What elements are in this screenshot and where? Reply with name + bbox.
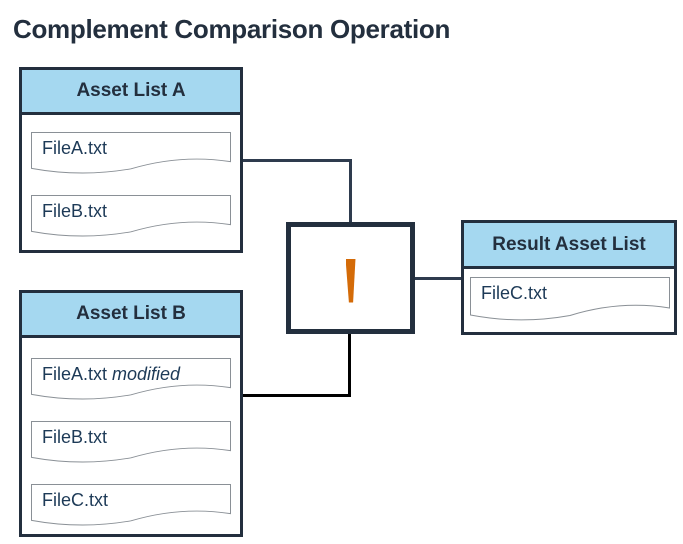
connector-listb-to-op-vertical [348, 332, 351, 397]
asset-list-a-panel: Asset List A FileA.txt FileB.txt [19, 67, 243, 253]
file-label: FileB.txt [42, 427, 108, 447]
file-label-modified-flag: modified [112, 364, 181, 384]
file-item: FileC.txt [31, 484, 231, 528]
connector-lista-to-op-vertical [349, 159, 352, 225]
file-label: FileA.txt [42, 138, 108, 158]
file-label: FileC.txt [42, 490, 109, 510]
document-shape-icon [31, 421, 231, 463]
result-asset-list-panel: Result Asset List FileC.txt [461, 220, 677, 335]
document-shape-icon [31, 358, 231, 400]
connector-lista-to-op-horizontal [240, 159, 352, 162]
file-item: FileB.txt [31, 421, 231, 465]
document-shape-icon [31, 132, 231, 174]
result-asset-list-body: FileC.txt [464, 269, 674, 323]
connector-op-to-result [413, 277, 463, 280]
exclamation-icon [345, 258, 356, 303]
diagram-title: Complement Comparison Operation [13, 14, 451, 44]
file-item: FileB.txt [31, 195, 231, 239]
file-label: FileC.txt [481, 283, 548, 303]
document-shape-icon [470, 277, 670, 321]
connector-listb-to-op-horizontal [240, 394, 351, 397]
result-asset-list-header: Result Asset List [464, 223, 674, 269]
document-shape-icon [31, 484, 231, 526]
file-label-name: FileA.txt [42, 364, 108, 384]
document-shape-icon [31, 195, 231, 237]
file-item: FileA.txt [31, 132, 231, 176]
comparison-operation-box [286, 222, 415, 334]
asset-list-a-body: FileA.txt FileB.txt [22, 115, 240, 239]
file-label: FileB.txt [42, 201, 108, 221]
asset-list-b-header: Asset List B [22, 293, 240, 338]
file-item: FileC.txt [470, 277, 670, 323]
asset-list-a-header: Asset List A [22, 70, 240, 115]
